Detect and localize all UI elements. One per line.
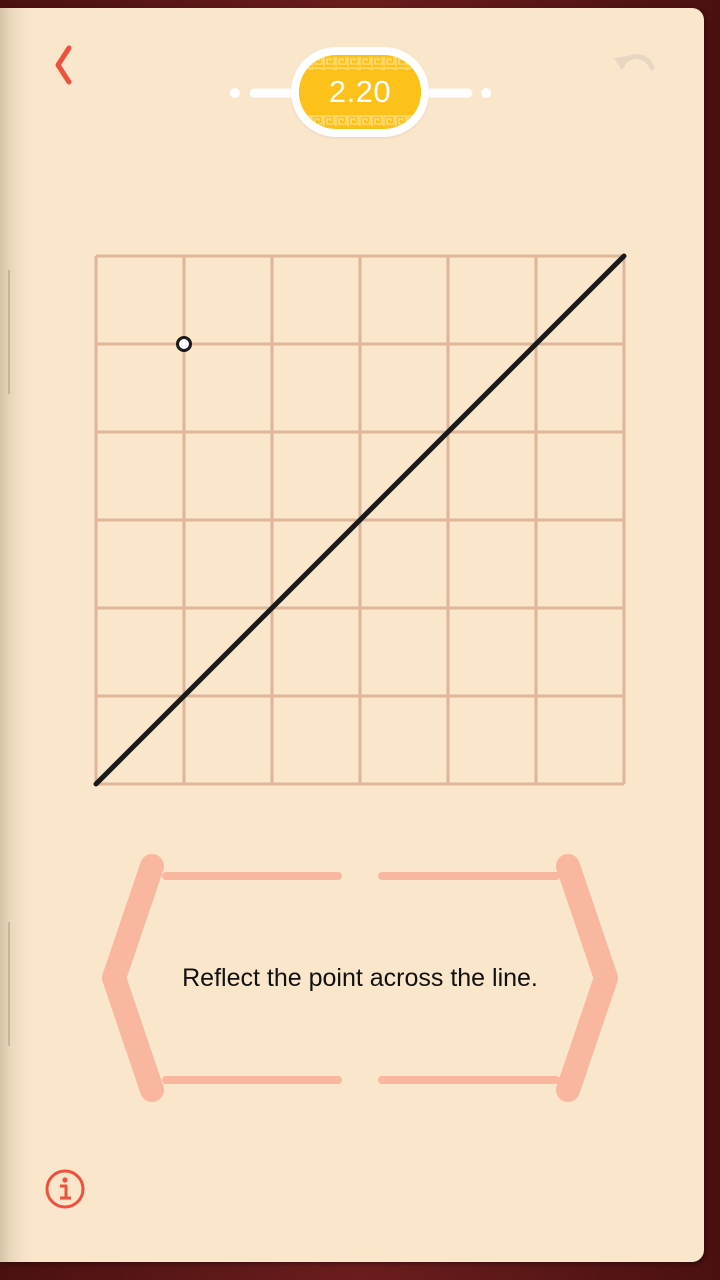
level-badge: 2.20 bbox=[291, 47, 429, 137]
info-icon bbox=[45, 1169, 85, 1209]
puzzle-board[interactable] bbox=[80, 240, 640, 800]
undo-icon bbox=[614, 54, 655, 71]
spine-line bbox=[8, 270, 10, 394]
undo-button[interactable] bbox=[608, 42, 664, 90]
instruction-text: Reflect the point across the line. bbox=[182, 963, 538, 992]
level-track bbox=[230, 88, 491, 98]
message-frame bbox=[102, 854, 618, 1102]
back-button[interactable] bbox=[44, 38, 84, 92]
level-badge-inner: 2.20 bbox=[299, 55, 421, 129]
spine-line bbox=[8, 922, 10, 1046]
info-button[interactable] bbox=[42, 1166, 88, 1212]
page-spine bbox=[0, 8, 36, 1262]
message-panel: Reflect the point across the line. bbox=[96, 852, 624, 1104]
target-point[interactable] bbox=[176, 336, 192, 352]
level-number: 2.20 bbox=[328, 74, 392, 109]
chevron-left-icon bbox=[55, 45, 72, 85]
greek-key-pattern bbox=[299, 57, 421, 127]
mirror-line bbox=[93, 253, 627, 787]
